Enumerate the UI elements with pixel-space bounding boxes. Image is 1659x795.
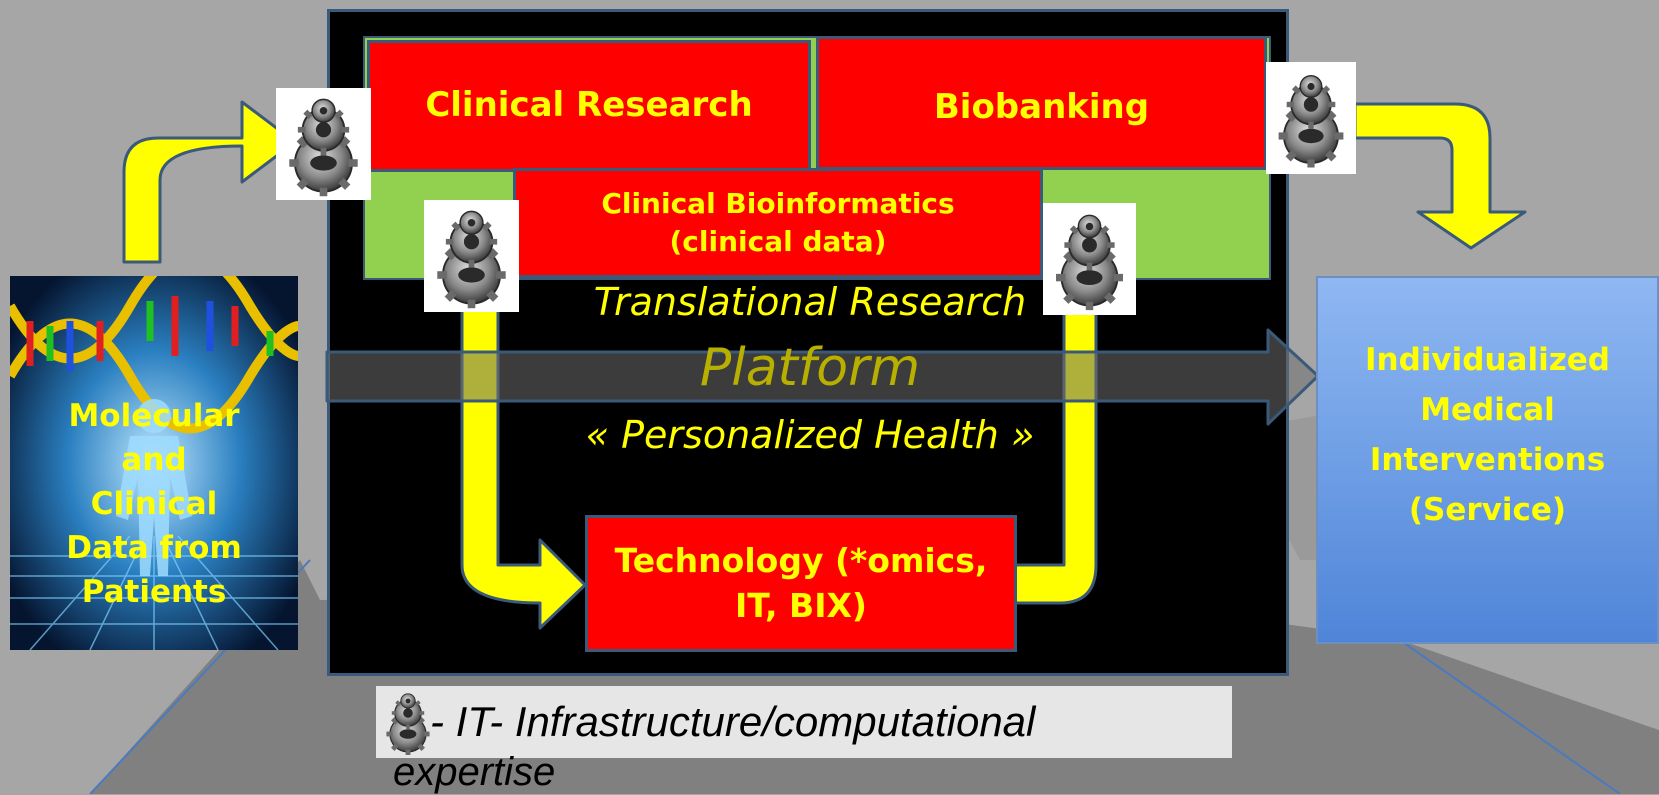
patient-data-text: Molecular and Clinical Data from Patient… (10, 394, 298, 614)
clinical-bioinformatics-line1: Clinical Bioinformatics (601, 187, 955, 221)
legend-line1: - IT- Infrastructure/computational (430, 698, 1036, 745)
output-line: Medical (1420, 392, 1555, 428)
patient-data-line: and (121, 442, 187, 478)
dna-helix-human-image (10, 276, 298, 650)
gear-icon (1266, 62, 1356, 174)
input-arrow (122, 100, 297, 264)
output-line: Interventions (1369, 442, 1606, 478)
output-arrow (1353, 102, 1527, 250)
technology-node: Technology (*omics, IT, BIX) (585, 515, 1017, 652)
platform-title-line3: « Personalized Health » (585, 413, 1035, 457)
output-line: Individualized (1365, 342, 1610, 378)
output-line: (Service) (1408, 492, 1567, 528)
gear-icon (276, 88, 371, 200)
output-node: Individualized Medical Interventions (Se… (1316, 276, 1659, 644)
gear-icon (378, 686, 438, 758)
clinical-research-label: Clinical Research (425, 85, 753, 126)
clinical-bioinformatics-node: Clinical Bioinformatics (clinical data) (513, 168, 1043, 278)
platform-title-line1: Translational Research (593, 280, 1027, 324)
patient-data-line: Patients (81, 574, 227, 610)
platform-arrow (325, 328, 1320, 426)
patient-data-line: Molecular (68, 398, 240, 434)
patient-data-image: Molecular and Clinical Data from Patient… (10, 276, 298, 650)
legend-line2: expertise (393, 750, 556, 794)
clinical-bioinformatics-line2: (clinical data) (669, 225, 887, 258)
clinical-research-node: Clinical Research (367, 40, 811, 172)
biobanking-label: Biobanking (933, 87, 1150, 127)
patient-data-line: Clinical (90, 486, 218, 522)
gear-icon (1043, 203, 1136, 315)
platform-title-line2: Platform (699, 338, 921, 398)
biobanking-node: Biobanking (816, 36, 1267, 170)
technology-line1: Technology (*omics, (614, 540, 988, 580)
technology-line2: IT, BIX) (734, 585, 868, 625)
gear-icon (424, 200, 519, 312)
legend-box (376, 686, 1232, 758)
patient-data-line: Data from (66, 530, 242, 566)
